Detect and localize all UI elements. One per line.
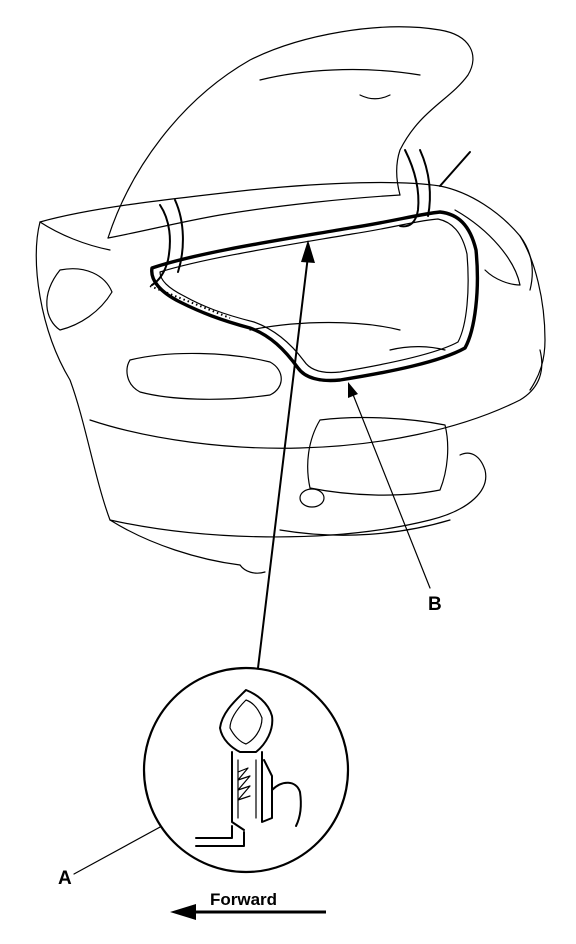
left-tail-light <box>46 268 113 331</box>
seal-bulb <box>219 689 274 753</box>
b-leader-line <box>351 391 431 589</box>
antenna <box>439 151 471 187</box>
detail-circle <box>142 666 350 874</box>
direction-arrow-icon <box>170 904 196 920</box>
direction-indicator: Forward <box>170 890 326 920</box>
left-hinge <box>151 204 171 286</box>
center-tail-light <box>126 352 282 400</box>
right-hinge <box>399 149 420 228</box>
seal-lip <box>271 781 302 827</box>
license-plate-area <box>307 416 449 496</box>
direction-label: Forward <box>210 890 277 909</box>
right-hinge-inner <box>419 149 431 217</box>
detail-leader-line <box>257 255 309 669</box>
left-hinge-inner <box>174 199 184 273</box>
seal-channel <box>231 751 273 831</box>
body-flange <box>195 831 245 847</box>
label-b: B <box>428 594 442 615</box>
b-leader-arrowhead <box>348 382 358 398</box>
label-a: A <box>58 868 72 889</box>
car-body-illustration <box>35 151 546 574</box>
seal-teeth <box>237 767 251 801</box>
detail-leader-arrowhead <box>301 240 315 263</box>
trunk-lid <box>107 26 474 286</box>
trunk-weatherstrip <box>149 210 480 383</box>
trunk-lock <box>299 488 325 508</box>
